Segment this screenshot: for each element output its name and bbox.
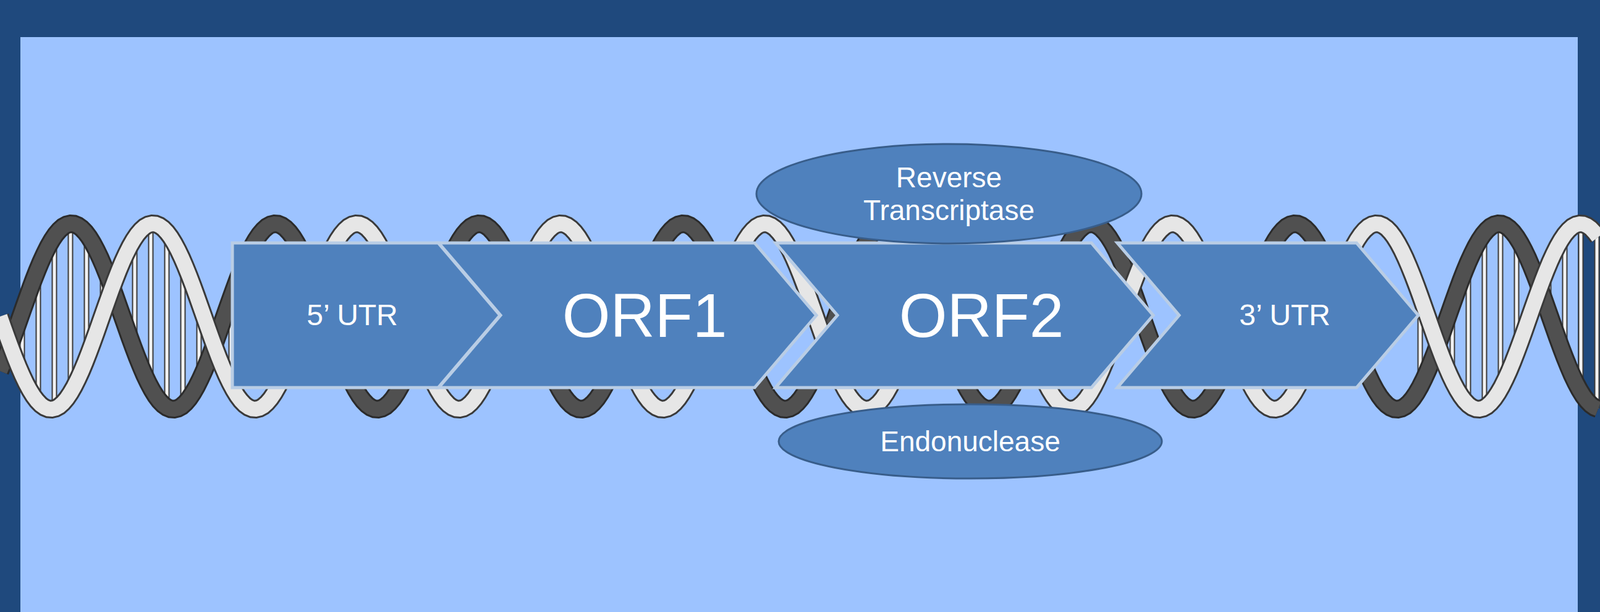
segment-label: ORF2 bbox=[899, 279, 1065, 352]
base-pair bbox=[164, 232, 170, 408]
base-pair bbox=[165, 232, 169, 408]
orf-chevron: ORF1 bbox=[438, 242, 817, 388]
base-pair bbox=[1483, 232, 1487, 408]
segment-label: ORF1 bbox=[562, 279, 728, 352]
base-pair bbox=[51, 236, 58, 409]
base-pair bbox=[1579, 223, 1583, 392]
base-pair bbox=[67, 223, 74, 394]
protein-ellipse: Endonuclease bbox=[777, 402, 1164, 480]
ellipse-shape bbox=[756, 143, 1142, 244]
chevron-shape bbox=[1117, 242, 1419, 388]
dna-strand-outline bbox=[0, 223, 1599, 410]
base-pair bbox=[53, 236, 57, 409]
chevron-shape bbox=[438, 242, 817, 388]
chevron-shape bbox=[775, 242, 1154, 388]
segment-label: 3’ UTR bbox=[1239, 297, 1331, 332]
base-pairs bbox=[6, 223, 1597, 409]
protein-label: Endonuclease bbox=[880, 425, 1061, 458]
protein-ellipse: Reverse Transcriptase bbox=[755, 142, 1143, 245]
base-pair bbox=[1578, 223, 1584, 392]
dna-strand-outline bbox=[0, 223, 1599, 410]
utr-chevron: 3’ UTR bbox=[1117, 242, 1419, 388]
dna-strand bbox=[0, 223, 1599, 410]
base-pair bbox=[1481, 232, 1488, 408]
base-pair bbox=[149, 223, 153, 388]
segment-label: 5’ UTR bbox=[306, 297, 398, 332]
ellipse-shape bbox=[778, 404, 1162, 479]
base-pair bbox=[1594, 235, 1600, 409]
dna-strand bbox=[0, 223, 1599, 410]
base-pair bbox=[1595, 235, 1599, 409]
protein-label: Reverse Transcriptase bbox=[831, 161, 1067, 227]
base-pair bbox=[69, 223, 73, 394]
orf-chevron: ORF2 bbox=[775, 242, 1154, 388]
base-pair bbox=[1499, 223, 1503, 389]
